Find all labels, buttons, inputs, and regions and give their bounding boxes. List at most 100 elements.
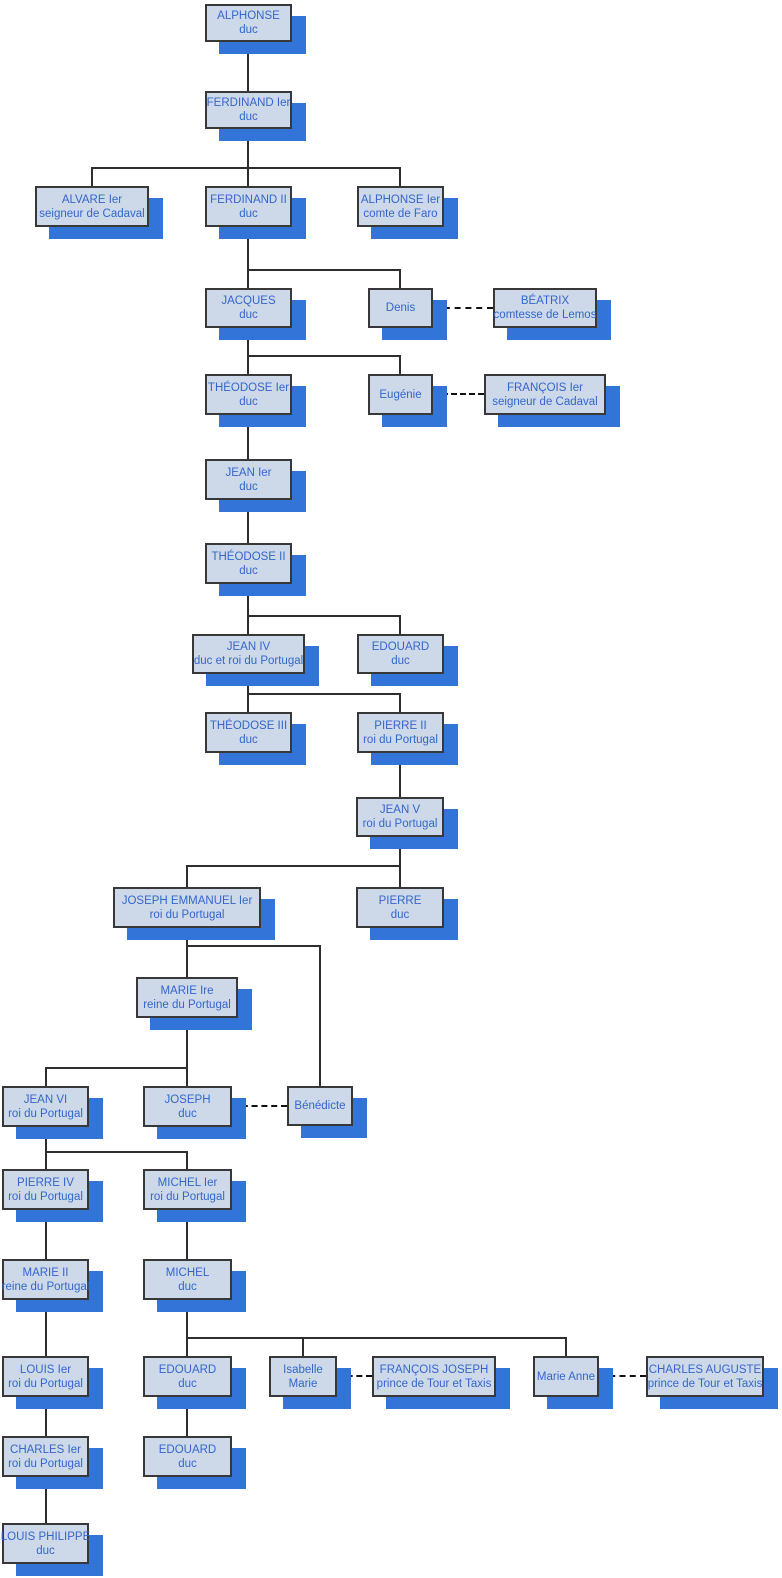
person-title: duc [239, 564, 258, 577]
person-name: JEAN IV [226, 641, 271, 653]
person-node-marie-anne[interactable]: Marie Anne [533, 1356, 599, 1397]
descent-line [247, 128, 249, 187]
person-title: prince de Tour et Taxis [647, 1377, 763, 1390]
person-title: duc [239, 111, 258, 123]
descent-line [186, 945, 321, 947]
person-title: Marie [288, 1377, 318, 1390]
descent-line [247, 269, 401, 271]
person-title: duc [239, 24, 258, 36]
person-name: Marie Anne [536, 1370, 596, 1383]
marriage-dashed-line [599, 1375, 646, 1377]
descent-line [247, 41, 249, 92]
person-name: Isabelle [283, 1363, 323, 1376]
person-name: MICHEL Ier [157, 1176, 218, 1189]
person-node-eugenie[interactable]: Eugénie [368, 374, 433, 415]
person-title: duc et roi du Portugal [193, 655, 304, 667]
descent-line [399, 615, 401, 635]
person-name: PIERRE IV [17, 1176, 74, 1189]
person-node-jean-4[interactable]: JEAN IV duc et roi du Portugal [192, 634, 305, 674]
descent-line [186, 1151, 188, 1170]
person-title: comte de Faro [363, 207, 438, 220]
person-name: Denis [385, 302, 416, 314]
person-name: FRANÇOIS JOSEPH [379, 1363, 489, 1376]
person-name: FERDINAND II [210, 193, 287, 206]
person-title: duc [36, 1544, 55, 1557]
person-title: duc [239, 733, 258, 746]
person-node-alphonse-duc[interactable]: ALPHONSE duc [205, 4, 292, 42]
person-title: duc [391, 655, 410, 667]
person-name: ALPHONSE [217, 10, 280, 22]
person-name: JEAN V [379, 804, 421, 816]
marriage-dashed-line [433, 307, 493, 309]
person-name: Eugénie [379, 388, 422, 401]
person-name: THÉODOSE Ier [207, 381, 290, 394]
person-name: MARIE II [22, 1266, 69, 1279]
person-title: duc [178, 1457, 197, 1470]
person-node-jacques-duc[interactable]: JACQUES duc [205, 288, 292, 328]
descent-line [186, 1337, 567, 1339]
person-node-benedicte[interactable]: Bénédicte [287, 1086, 353, 1126]
person-name: Bénédicte [294, 1100, 346, 1112]
descent-line [186, 865, 401, 867]
descent-line [186, 1299, 188, 1339]
descent-line [186, 1396, 188, 1437]
person-title: roi du Portugal [363, 733, 438, 746]
person-name: JACQUES [221, 295, 276, 307]
person-title: duc [239, 309, 258, 321]
descent-line [186, 1017, 188, 1087]
descent-line [247, 499, 249, 544]
person-name: EDOUARD [158, 1443, 217, 1456]
descent-line [45, 1476, 47, 1524]
marriage-dashed-line [232, 1105, 287, 1107]
descent-line [247, 693, 401, 695]
person-title: duc [239, 395, 258, 408]
person-title: duc [390, 908, 410, 921]
marriage-dashed-line [433, 393, 484, 395]
descent-line [247, 327, 249, 375]
person-title: roi du Portugal [8, 1457, 83, 1470]
person-title: prince de Tour et Taxis [376, 1377, 492, 1390]
person-name: MARIE Ire [160, 984, 214, 997]
descent-line [247, 355, 401, 357]
person-node-denis[interactable]: Denis [368, 288, 433, 328]
descent-line [247, 226, 249, 289]
person-title: roi du Portugal [150, 1190, 225, 1203]
person-name: PIERRE [378, 894, 422, 907]
person-name: JOSEPH EMMANUEL Ier [121, 894, 253, 907]
person-title: roi du Portugal [8, 1190, 83, 1203]
person-title: duc [178, 1377, 197, 1390]
descent-line [399, 355, 401, 375]
person-title: roi du Portugal [8, 1107, 83, 1120]
